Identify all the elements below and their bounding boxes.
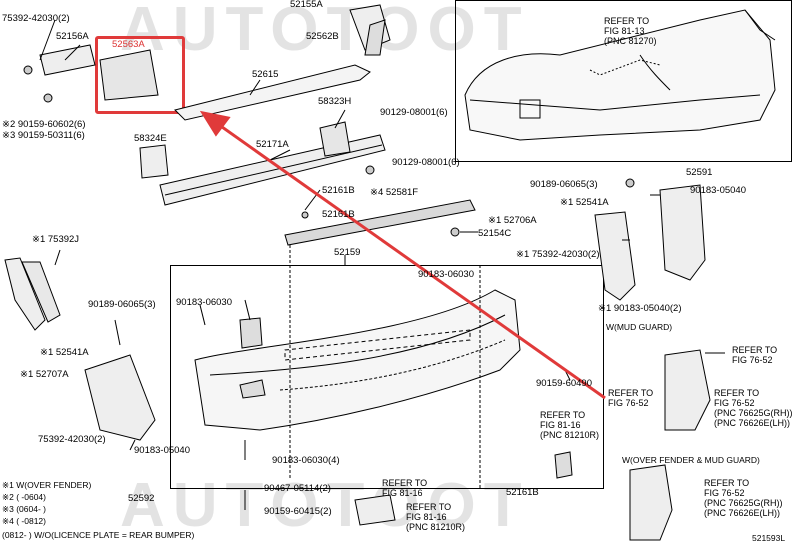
callout-arrow (199, 110, 606, 400)
label-52171a: 52171A (256, 139, 289, 150)
vehicle-inset-box (455, 0, 792, 162)
label-90183-06030-4: 90183-06030(4) (272, 455, 340, 466)
label-52615: 52615 (252, 69, 279, 80)
label-52156a: 52156A (56, 31, 89, 42)
mud-guard (664, 349, 711, 431)
left-extension (4, 257, 46, 331)
label-90189-left: 90189-06065(3) (88, 299, 156, 310)
label-58324e: 58324E (134, 133, 167, 144)
section-mud-guard: W(MUD GUARD) (606, 322, 673, 332)
label-90183-05040-right: 90183-05040 (690, 185, 746, 196)
ref-fig81-13[interactable]: REFER TO FIG 81-13 (PNC 81270) (604, 16, 657, 46)
label-90189-right: 90189-06065(3) (530, 179, 598, 190)
figure-id: 521593L (752, 533, 786, 543)
right-bracket (659, 184, 706, 281)
label-90467: 90467-05114(2) (264, 483, 331, 494)
label-52591: 52591 (686, 167, 713, 178)
label-52562b: 52562B (306, 31, 339, 42)
left-bracket (84, 354, 156, 441)
ref-fig76-52-d[interactable]: REFER TO FIG 76-52 (PNC 76625G(RH)) (PNC… (704, 478, 783, 518)
label-75392-top: 75392-42030(2) (2, 13, 70, 24)
legend-line-1: ※1 W(OVER FENDER) (2, 480, 92, 490)
ref-fig81-16-b[interactable]: REFER TO FIG 81-16 (382, 478, 428, 498)
label-52707a-left: ※1 52707A (20, 369, 69, 380)
vehicle-rear-outline (464, 9, 776, 141)
ref-fig76-52-b[interactable]: REFER TO FIG 76-52 (608, 388, 654, 408)
reinforcement-upper (174, 64, 371, 121)
label-90183-05040-left: 90183-05040 (134, 445, 190, 456)
label-52581f: ※4 52581F (370, 187, 419, 198)
label-90159-60602: ※2 90159-60602(6) (2, 119, 86, 130)
ref-fig76-52-c[interactable]: REFER TO FIG 76-52 (PNC 76625G(RH)) (PNC… (714, 388, 793, 428)
label-90129-mid: 90129-08001(6) (392, 157, 460, 168)
label-90159-60415: 90159-60415(2) (264, 506, 332, 517)
label-52563a: 52563A (112, 39, 145, 50)
label-52592: 52592 (128, 493, 155, 504)
label-52161b-a: 52161B (322, 185, 355, 196)
label-190183: ※1 90183-05040(2) (598, 303, 682, 314)
step-pad (284, 199, 476, 246)
right-extension (594, 211, 636, 301)
mud-guard-fender (629, 464, 673, 541)
label-90159-50311: ※3 90159-50311(6) (2, 130, 85, 141)
label-75392-left: 75392-42030(2) (38, 434, 106, 445)
label-52541a-left: ※1 52541A (40, 347, 89, 358)
label-52161b-c: 52161B (506, 487, 539, 498)
label-52706a: ※1 52706A (488, 215, 537, 226)
legend-line-2: ※2 ( -0604) (2, 492, 46, 502)
label-75392j: ※1 75392J (32, 234, 80, 245)
ref-fig76-52-a[interactable]: REFER TO FIG 76-52 (732, 345, 778, 365)
label-52155a: 52155A (290, 0, 323, 10)
label-52159: 52159 (334, 247, 361, 258)
ref-fig81-16-a[interactable]: REFER TO FIG 81-16 (PNC 81210R) (540, 410, 600, 440)
label-58323h: 58323H (318, 96, 352, 107)
label-52161b-b: 52161B (322, 209, 355, 220)
label-90129-top: 90129-08001(6) (380, 107, 448, 118)
legend-line-5: (0812- ) W/O(LICENCE PLATE = REAR BUMPER… (2, 530, 195, 540)
label-90183-c: 90183-06030 (418, 269, 474, 280)
label-175392: ※1 75392-42030(2) (516, 249, 600, 260)
bumper-group-box (170, 265, 604, 489)
label-52541a-right: ※1 52541A (560, 197, 609, 208)
watermark-top: AUTOTOOT (120, 0, 530, 64)
label-90183-l: 90183-06030 (176, 297, 232, 308)
ref-fig81-16-c[interactable]: REFER TO FIG 81-16 (PNC 81210R) (406, 502, 466, 532)
legend-line-4: ※4 ( -0812) (2, 516, 46, 526)
label-90159-60490: 90159-60490 (536, 378, 592, 389)
watermark-bottom: AUTOTOOT (120, 471, 530, 540)
label-52154c: 52154C (478, 228, 512, 239)
section-over-fender-mud: W(OVER FENDER & MUD GUARD) (622, 455, 760, 465)
legend-line-3: ※3 (0604- ) (2, 504, 46, 514)
highlight-box (95, 36, 185, 114)
